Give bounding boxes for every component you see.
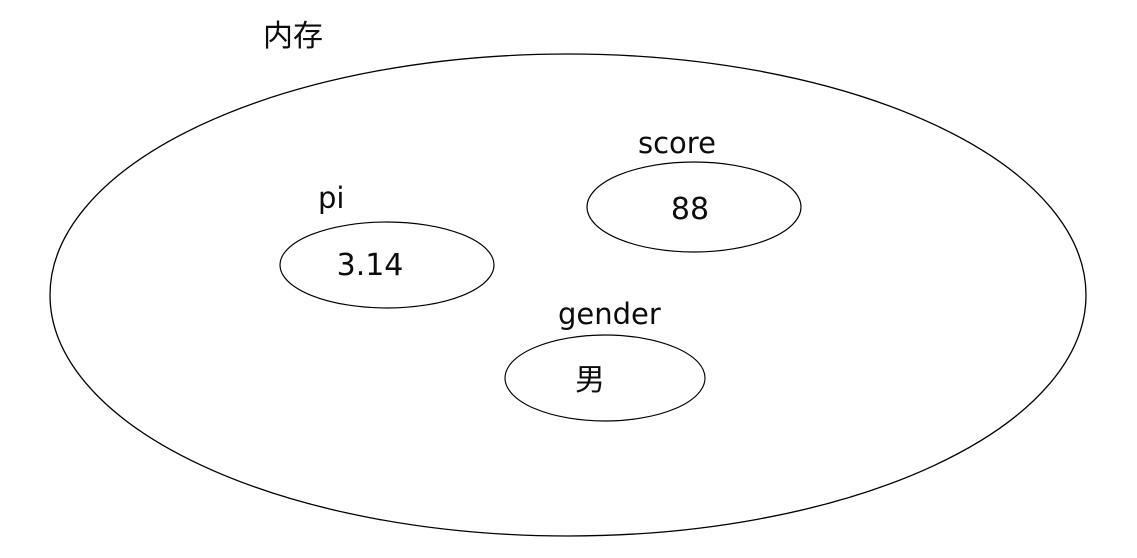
- variable-ellipse-pi: [279, 221, 495, 309]
- variable-value-pi: 3.14: [336, 248, 404, 283]
- variable-label-score: score: [638, 126, 716, 160]
- variable-ellipse-score: [586, 161, 802, 253]
- variable-value-gender: 男: [575, 363, 605, 398]
- memory-container-ellipse: [49, 53, 1087, 537]
- variable-label-pi: pi: [318, 181, 345, 215]
- memory-container-label: 内存: [263, 19, 323, 54]
- variable-label-gender: gender: [558, 297, 661, 331]
- variable-value-score: 88: [670, 192, 710, 227]
- variable-ellipse-gender: [504, 334, 706, 422]
